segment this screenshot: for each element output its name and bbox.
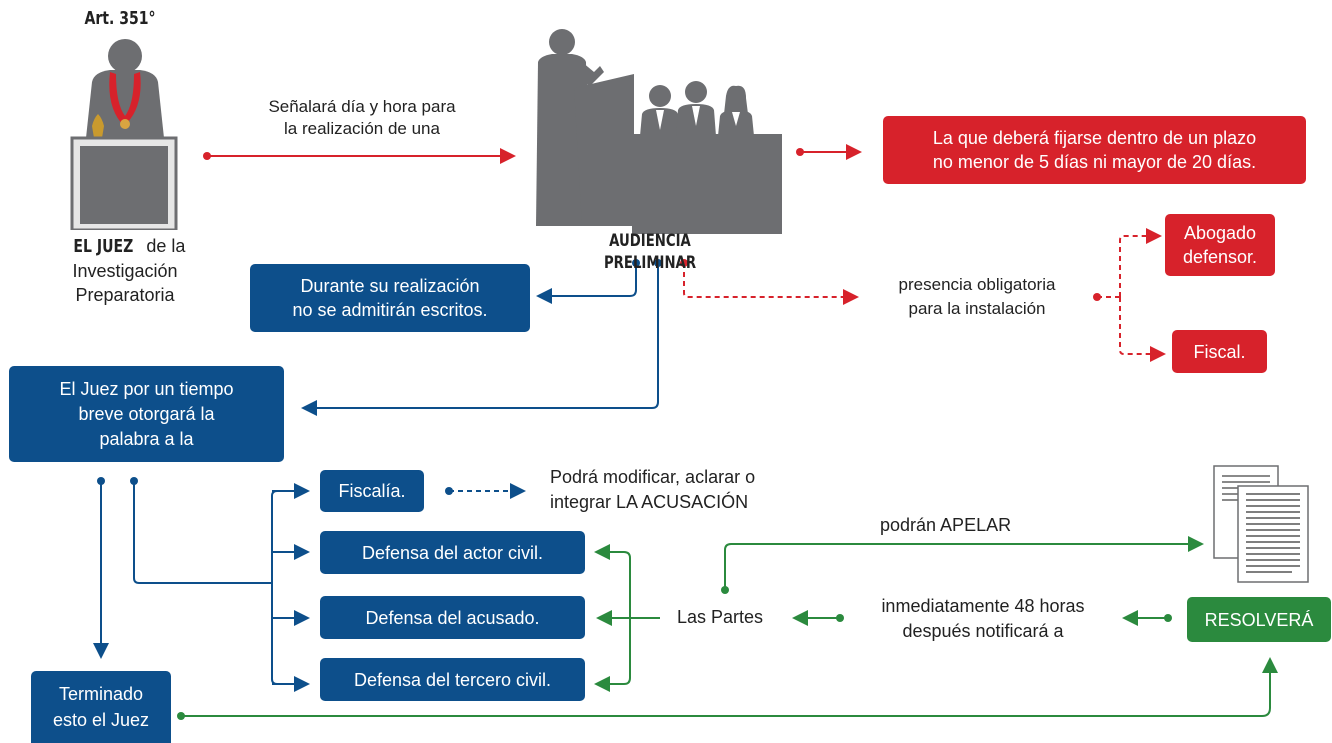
no-writings-box: Durante su realización no se admitirán es… [250, 264, 530, 332]
notify-line2: después notificará a [902, 621, 1064, 641]
lawyer-line2: defensor. [1182, 247, 1258, 267]
lawyer-line1: Abogado [1183, 223, 1257, 243]
end-box: Terminado esto el Juez [31, 671, 171, 743]
judgespeak-to-parties-tree [130, 477, 310, 692]
judgespeak-to-end-arrow [93, 477, 109, 659]
end-to-resolve-arrow [177, 657, 1278, 720]
modify-line2: integrar LA ACUSACIÓN [550, 492, 749, 512]
presence-to-roles-arrows [1093, 228, 1166, 362]
judge-to-hearing-arrow [203, 148, 516, 164]
schedule-line1: Señalará día y hora para [268, 97, 456, 116]
documents-icon [1213, 465, 1309, 583]
deadline-line2: no menor de 5 días ni mayor de 20 días. [932, 152, 1257, 172]
appeal-arrow [721, 536, 1204, 594]
presence-line1: presencia obligatoria [898, 275, 1056, 294]
judge-line3: Preparatoria [75, 285, 175, 305]
article-label: Art. 351° [84, 8, 156, 29]
prosecutor-box: Fiscal. [1172, 330, 1267, 373]
hearing-illustration [536, 29, 782, 234]
accused-defense-box: Defensa del acusado. [320, 596, 585, 639]
deadline-line1: La que deberá fijarse dentro de un plazo [932, 128, 1257, 148]
judge-speak-line1: El Juez por un tiempo [59, 378, 234, 399]
judge-speak-line2: breve otorgará la [78, 403, 215, 424]
notify-to-parties-arrow [792, 610, 844, 626]
fiscalia-to-modify-arrow [445, 483, 526, 499]
hearing-to-deadline-arrow [796, 144, 862, 160]
third-civil-defense-box: Defensa del tercero civil. [320, 658, 585, 701]
resolve-to-notify-arrow [1122, 610, 1172, 626]
judge-title-bold: EL JUEZ [73, 236, 133, 257]
judge-illustration [70, 39, 178, 230]
appeal-text: podrán APELAR [880, 515, 1012, 535]
judge-line2: Investigación [72, 261, 178, 281]
presence-text: presencia obligatoria para la instalació… [862, 273, 1092, 321]
judge-speak-line3: palabra a la [99, 428, 194, 449]
notify-text: inmediatamente 48 horas después notifica… [848, 594, 1118, 644]
notify-line1: inmediatamente 48 horas [881, 596, 1085, 616]
las-partes-label: Las Partes [676, 607, 764, 627]
modify-text: Podrá modificar, aclarar o integrar LA A… [550, 465, 810, 515]
no-writings-line2: no se admitirán escritos. [292, 300, 488, 320]
hearing-to-judgespeak-arrow [301, 259, 662, 416]
hearing-to-presence-arrow [680, 259, 859, 305]
civil-actor-defense-box: Defensa del actor civil. [320, 531, 585, 574]
judge-speak-box: El Juez por un tiempo breve otorgará la pa… [9, 366, 284, 462]
judge-title-rest: de la [141, 236, 186, 256]
hearing-label: AUDIENCIA PRELIMINAR [603, 231, 697, 273]
modify-line1: Podrá modificar, aclarar o [550, 467, 756, 487]
fiscalia-box: Fiscalía. [320, 470, 424, 512]
end-line2: esto el Juez [52, 710, 150, 730]
deadline-box: La que deberá fijarse dentro de un plazo… [883, 116, 1306, 184]
presence-line2: para la instalación [908, 299, 1046, 318]
end-line1: Terminado [58, 684, 144, 704]
schedule-text: Señalará día y hora para la realización … [232, 96, 492, 140]
judge-caption: EL JUEZ de la Investigación Preparatoria [40, 234, 210, 307]
no-writings-line1: Durante su realización [300, 276, 480, 296]
schedule-line2: la realización de una [284, 119, 440, 138]
lawyer-box: Abogado defensor. [1165, 214, 1275, 276]
resolve-box: RESOLVERÁ [1187, 597, 1331, 642]
hearing-to-nowritings-arrow [536, 259, 640, 304]
parties-to-defense-arrows [594, 544, 660, 692]
